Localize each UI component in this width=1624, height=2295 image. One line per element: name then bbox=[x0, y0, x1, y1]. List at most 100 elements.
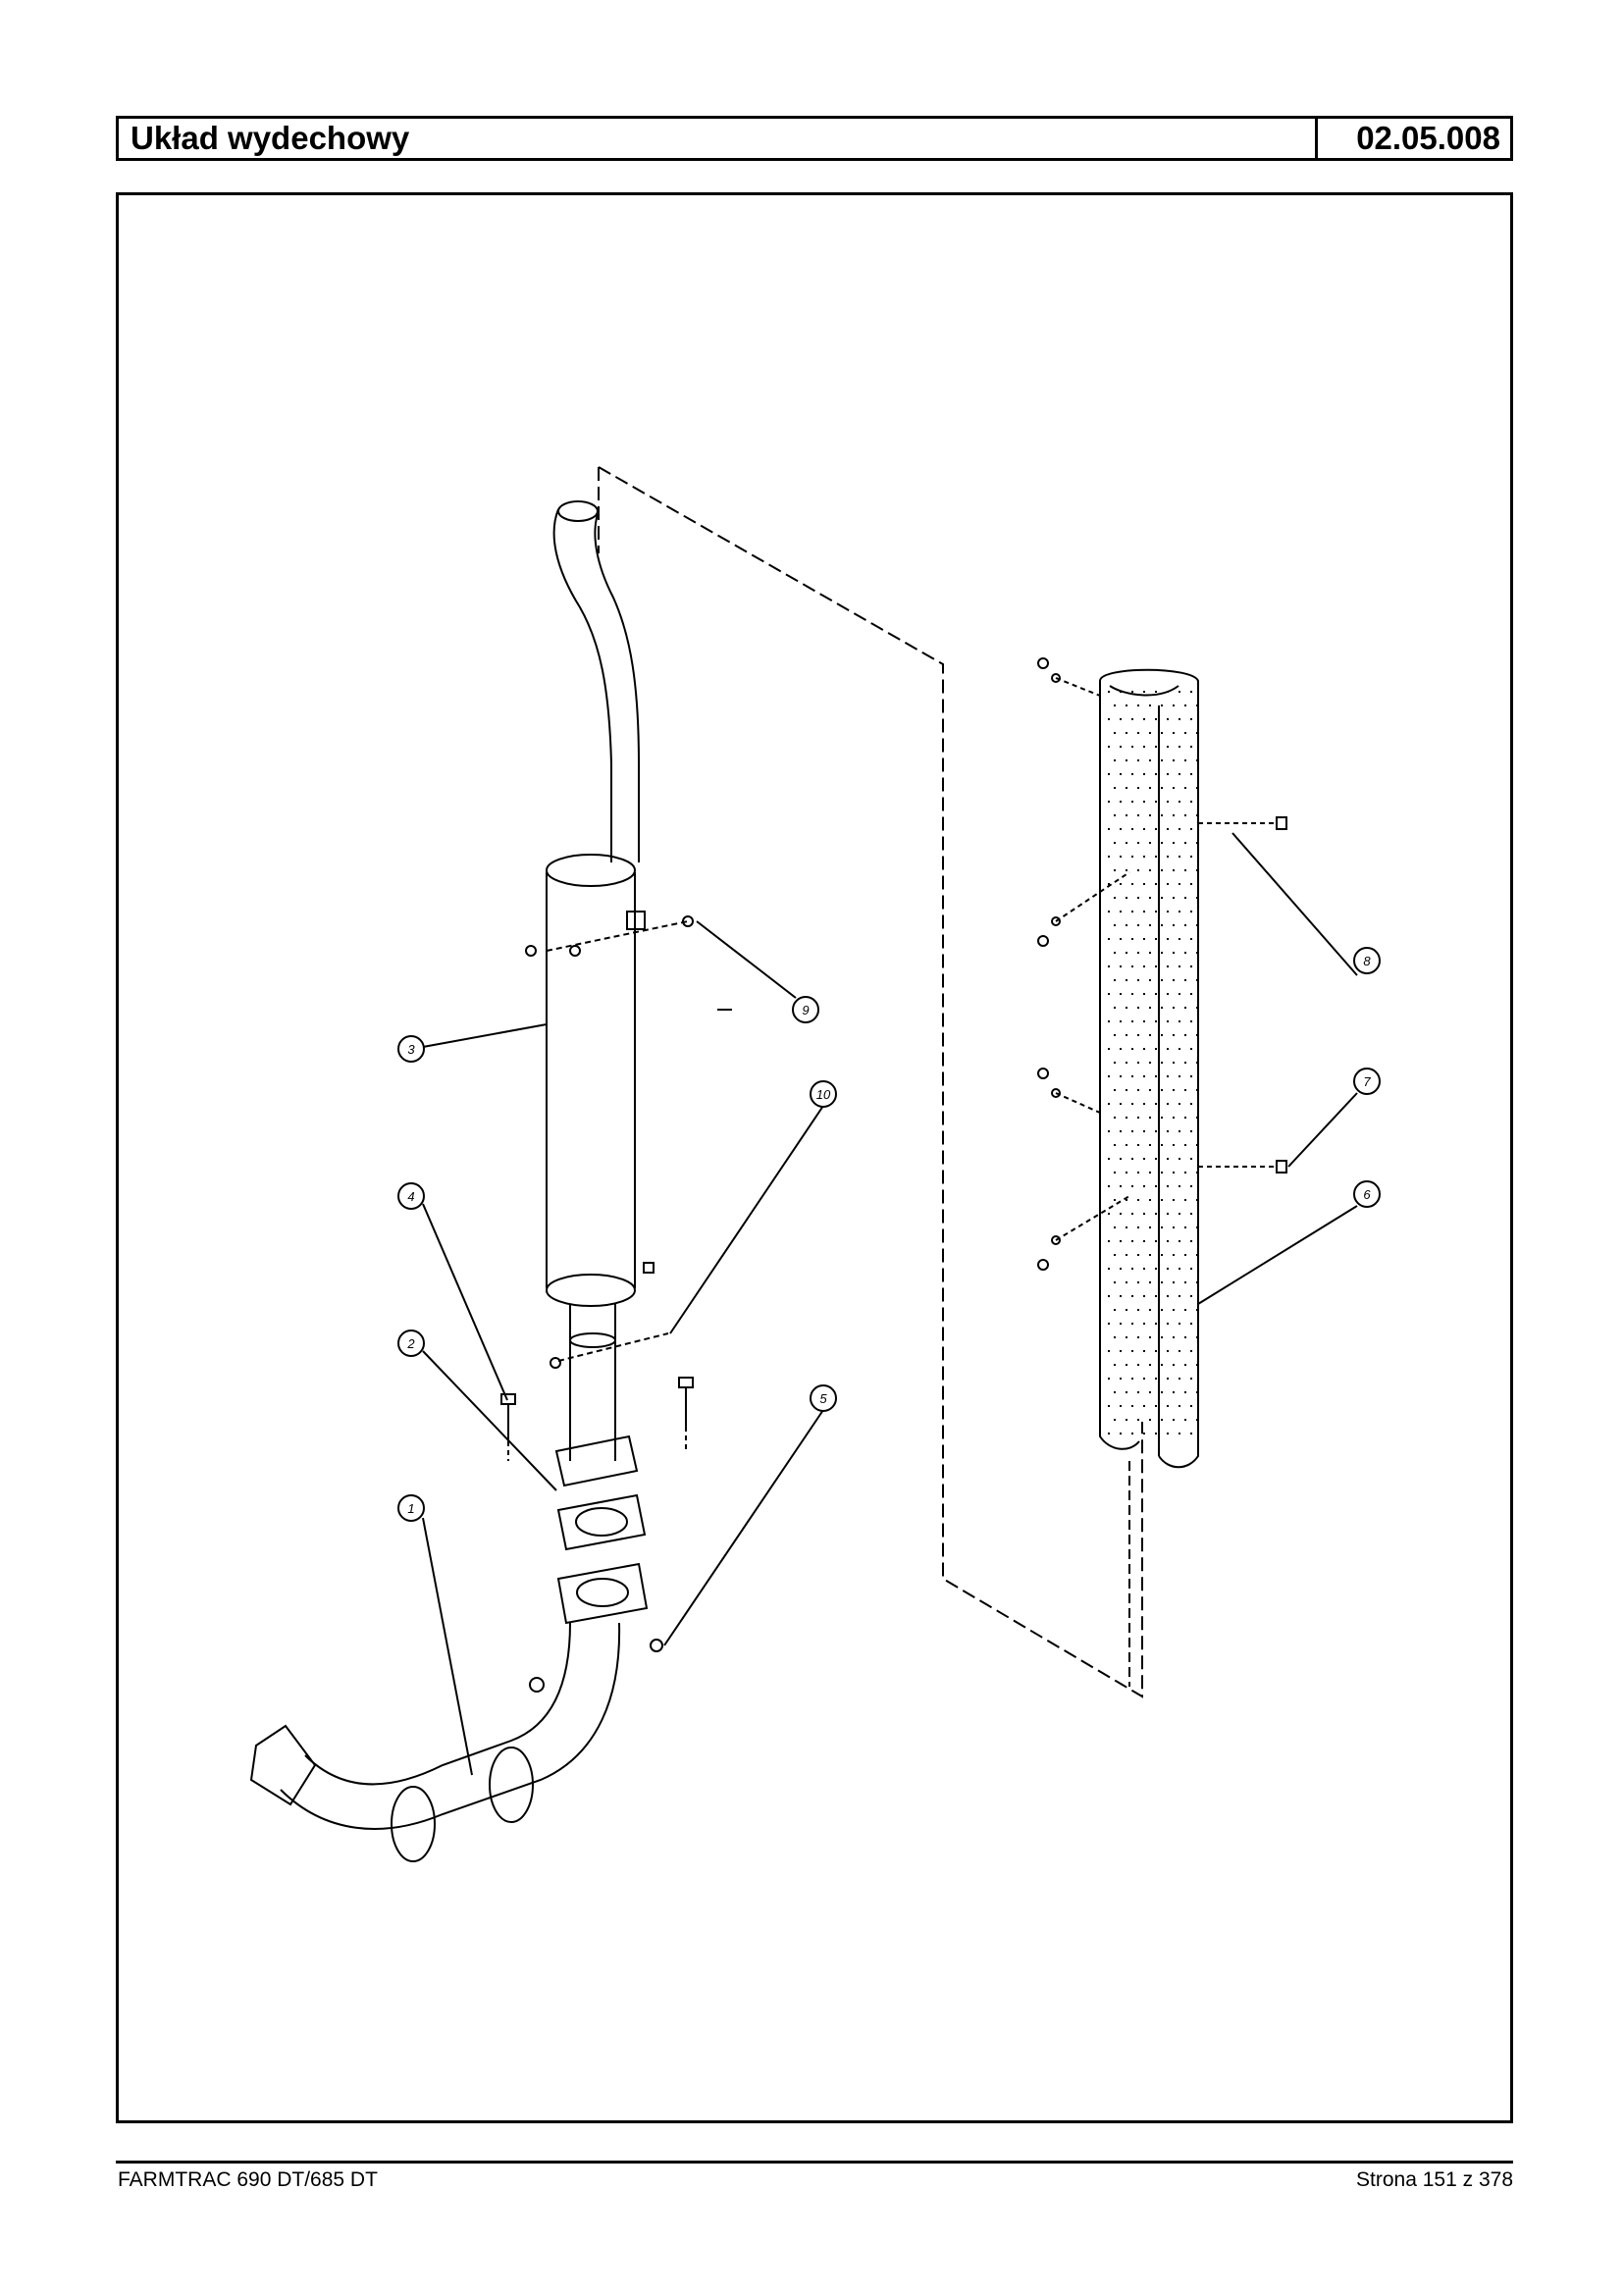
screw bbox=[1037, 935, 1049, 947]
perforation-dot bbox=[1114, 1199, 1116, 1201]
perforation-dot bbox=[1108, 691, 1110, 693]
perforation-dot bbox=[1155, 1350, 1157, 1352]
perforation-dot bbox=[1196, 1144, 1198, 1146]
perforation-dot bbox=[1108, 1075, 1110, 1077]
perforation-dot bbox=[1120, 828, 1122, 830]
perforation-dot bbox=[1126, 759, 1127, 761]
perforation-dot bbox=[1126, 952, 1127, 954]
perforation-dot bbox=[1120, 1240, 1122, 1242]
perforation-dot bbox=[1179, 1268, 1180, 1270]
perforation-dot bbox=[1131, 691, 1133, 693]
perforation-dot bbox=[1108, 718, 1110, 720]
perforation-dot bbox=[1137, 1089, 1139, 1091]
perforation-dot bbox=[1120, 773, 1122, 775]
perforation-dot bbox=[1143, 1075, 1145, 1077]
perforation-dot bbox=[1155, 718, 1157, 720]
perforation-dot bbox=[1131, 1048, 1133, 1050]
perforation-dot bbox=[1190, 965, 1192, 967]
perforation-dot bbox=[1179, 801, 1180, 803]
perforation-dot bbox=[1120, 1405, 1122, 1407]
perforation-dot bbox=[1184, 1281, 1186, 1283]
perforation-dot bbox=[1108, 1378, 1110, 1380]
perforation-dot bbox=[1184, 869, 1186, 871]
perforation-dot bbox=[1114, 787, 1116, 789]
perforation-dot bbox=[1155, 1130, 1157, 1132]
perforation-dot bbox=[1161, 924, 1163, 926]
perforation-dot bbox=[1167, 691, 1169, 693]
perforation-dot bbox=[1179, 1295, 1180, 1297]
perforation-dot bbox=[1114, 1117, 1116, 1119]
perforation-dot bbox=[1137, 1281, 1139, 1283]
washer bbox=[1051, 1235, 1061, 1245]
perforation-dot bbox=[1173, 869, 1175, 871]
perforation-dot bbox=[1143, 1268, 1145, 1270]
perforation-dot bbox=[1149, 1419, 1151, 1421]
perforation-dot bbox=[1143, 1350, 1145, 1352]
perforation-dot bbox=[1179, 1240, 1180, 1242]
perforation-dot bbox=[1131, 1240, 1133, 1242]
perforation-dot bbox=[1161, 1336, 1163, 1338]
perforation-dot bbox=[1155, 801, 1157, 803]
bolt bbox=[546, 920, 689, 952]
perforation-dot bbox=[1120, 1185, 1122, 1187]
page-title: Układ wydechowy bbox=[119, 119, 1318, 158]
perforation-dot bbox=[1179, 1185, 1180, 1187]
perforation-dot bbox=[1184, 1336, 1186, 1338]
perforation-dot bbox=[1114, 704, 1116, 706]
perforation-dot bbox=[1143, 1295, 1145, 1297]
perforation-dot bbox=[1155, 1378, 1157, 1380]
page-header: Układ wydechowy 02.05.008 bbox=[116, 116, 1513, 161]
perforation-dot bbox=[1131, 993, 1133, 995]
perforation-dot bbox=[1167, 1405, 1169, 1407]
perforation-dot bbox=[1131, 1268, 1133, 1270]
perforation-dot bbox=[1155, 773, 1157, 775]
perforation-dot bbox=[1131, 1103, 1133, 1105]
perforation-dot bbox=[1126, 1364, 1127, 1366]
perforation-dot bbox=[1137, 1117, 1139, 1119]
callout-9 bbox=[792, 996, 819, 1023]
perforation-dot bbox=[1131, 1350, 1133, 1352]
heat-shield-edge bbox=[1109, 685, 1179, 697]
perforation-dot bbox=[1196, 1309, 1198, 1311]
perforation-dot bbox=[1143, 1158, 1145, 1160]
perforation-dot bbox=[1190, 993, 1192, 995]
footer-page-number: Strona 151 z 378 bbox=[1356, 2168, 1513, 2191]
perforation-dot bbox=[1108, 1185, 1110, 1187]
leader-line bbox=[669, 1105, 824, 1334]
perforation-dot bbox=[1126, 897, 1127, 899]
perforation-dot bbox=[1196, 1254, 1198, 1256]
perforation-dot bbox=[1196, 1062, 1198, 1064]
front-pipe-sleeve bbox=[391, 1786, 436, 1862]
muffler-stud bbox=[643, 1262, 655, 1274]
perforation-dot bbox=[1143, 718, 1145, 720]
perforation-dot bbox=[1190, 691, 1192, 693]
footer-model: FARMTRAC 690 DT/685 DT bbox=[118, 2168, 378, 2191]
perforation-dot bbox=[1167, 1048, 1169, 1050]
perforation-dot bbox=[1184, 952, 1186, 954]
fastener-line bbox=[1055, 677, 1101, 697]
perforation-dot bbox=[1173, 704, 1175, 706]
perforation-dot bbox=[1179, 1378, 1180, 1380]
perforation-dot bbox=[1126, 1309, 1127, 1311]
perforation-dot bbox=[1131, 1323, 1133, 1325]
callout-4 bbox=[397, 1182, 425, 1210]
perforation-dot bbox=[1173, 1089, 1175, 1091]
perforation-dot bbox=[1155, 856, 1157, 858]
perforation-dot bbox=[1161, 704, 1163, 706]
callout-label-2: 2 bbox=[406, 1336, 415, 1351]
perforation-dot bbox=[1114, 1034, 1116, 1036]
perforation-dot bbox=[1179, 1405, 1180, 1407]
perforation-dot bbox=[1126, 1062, 1127, 1064]
exploded-parts-diagram: 1 2 3 4 5 6 7 8 9 10 bbox=[116, 192, 1513, 2123]
perforation-dot bbox=[1131, 773, 1133, 775]
perforation-dot bbox=[1108, 746, 1110, 748]
perforation-dot bbox=[1173, 1199, 1175, 1201]
perforation-dot bbox=[1114, 1089, 1116, 1091]
washer bbox=[1051, 916, 1061, 926]
perforation-dot bbox=[1137, 1419, 1139, 1421]
perforation-dot bbox=[1155, 1020, 1157, 1022]
perforation-dot bbox=[1108, 965, 1110, 967]
nut bbox=[650, 1639, 663, 1652]
gasket-hole bbox=[575, 1507, 628, 1537]
footer-divider bbox=[116, 2161, 1513, 2164]
